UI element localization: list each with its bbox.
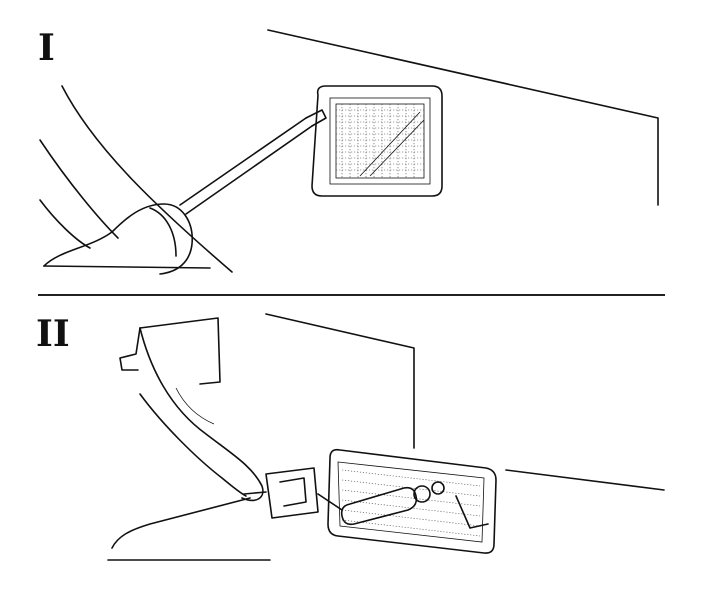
- lamp-lens: [311, 85, 443, 197]
- step-1-illustration: [39, 29, 659, 275]
- step-divider: [38, 294, 665, 296]
- step-2-label: II: [36, 313, 70, 355]
- bulb: [317, 481, 489, 529]
- screwdriver: [179, 109, 327, 215]
- lamp-housing: [327, 448, 497, 554]
- step-1-panel: I: [0, 0, 701, 296]
- hand: [139, 327, 264, 502]
- removed-lens: [119, 317, 221, 385]
- lens-grid: [336, 104, 424, 178]
- connector: [243, 467, 319, 519]
- step-1-label: I: [38, 27, 55, 69]
- headliner-outline: [107, 313, 665, 561]
- hand: [43, 203, 211, 275]
- headliner-outline: [39, 29, 659, 273]
- step-2-illustration: [107, 313, 665, 561]
- step-2-panel: II: [0, 298, 701, 600]
